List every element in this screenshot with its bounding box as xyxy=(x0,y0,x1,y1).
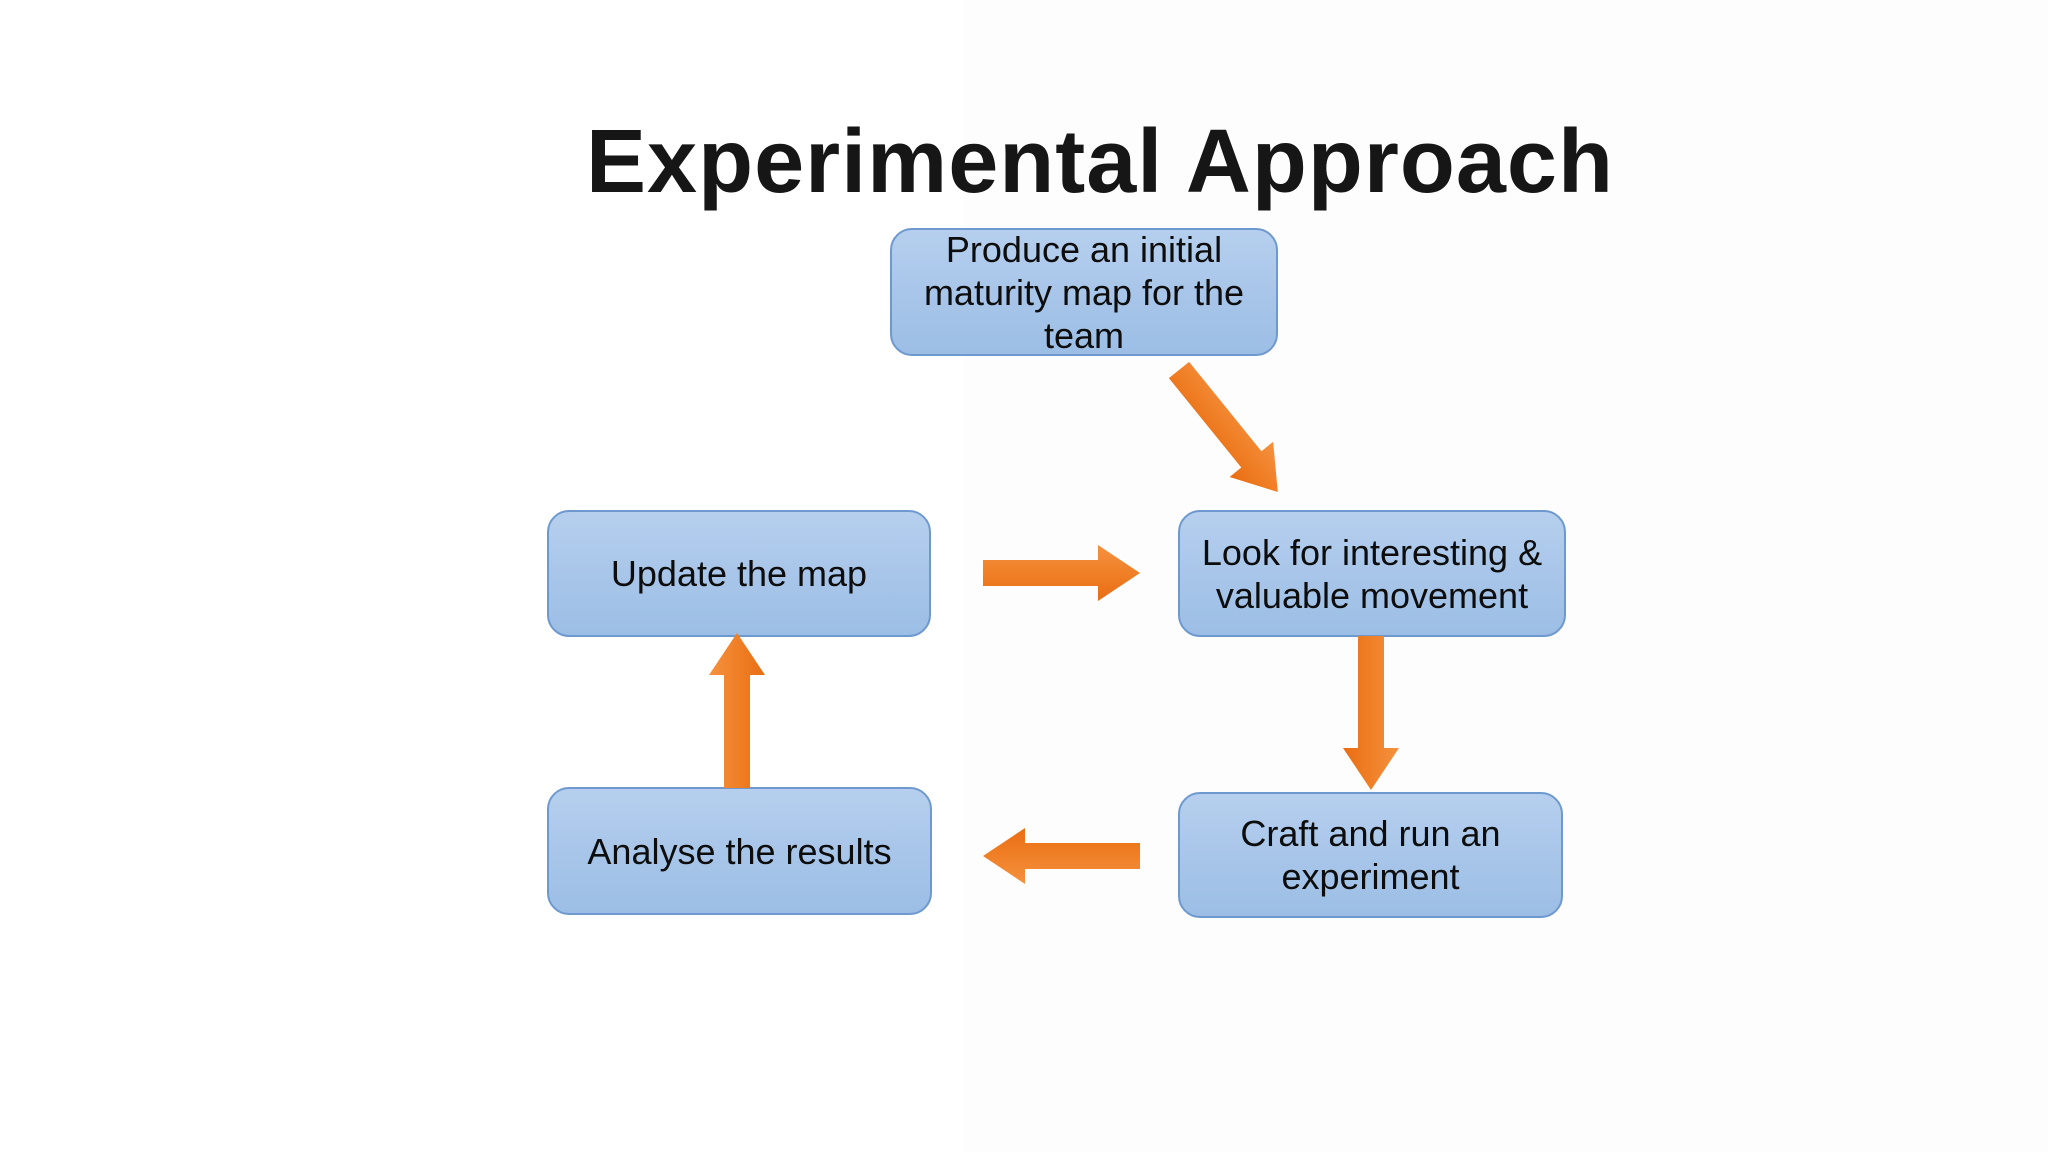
node-label: Look for interesting & valuable movement xyxy=(1201,531,1543,616)
node-label: Analyse the results xyxy=(587,830,892,872)
node-craft-run-experiment: Craft and run an experiment xyxy=(1178,792,1563,918)
arrow-analyse-to-update-icon xyxy=(709,633,765,788)
node-look-for-movement: Look for interesting & valuable movement xyxy=(1178,510,1566,637)
node-label: Craft and run an experiment xyxy=(1240,813,1501,897)
node-update-map: Update the map xyxy=(547,510,931,637)
node-produce-initial-map: Produce an initial maturity map for the … xyxy=(890,228,1278,356)
node-label: Produce an initial maturity map for the … xyxy=(923,228,1245,356)
node-label: Update the map xyxy=(610,553,868,594)
slide-title: Experimental Approach xyxy=(586,112,1614,213)
node-analyse-results: Analyse the results xyxy=(547,787,932,915)
